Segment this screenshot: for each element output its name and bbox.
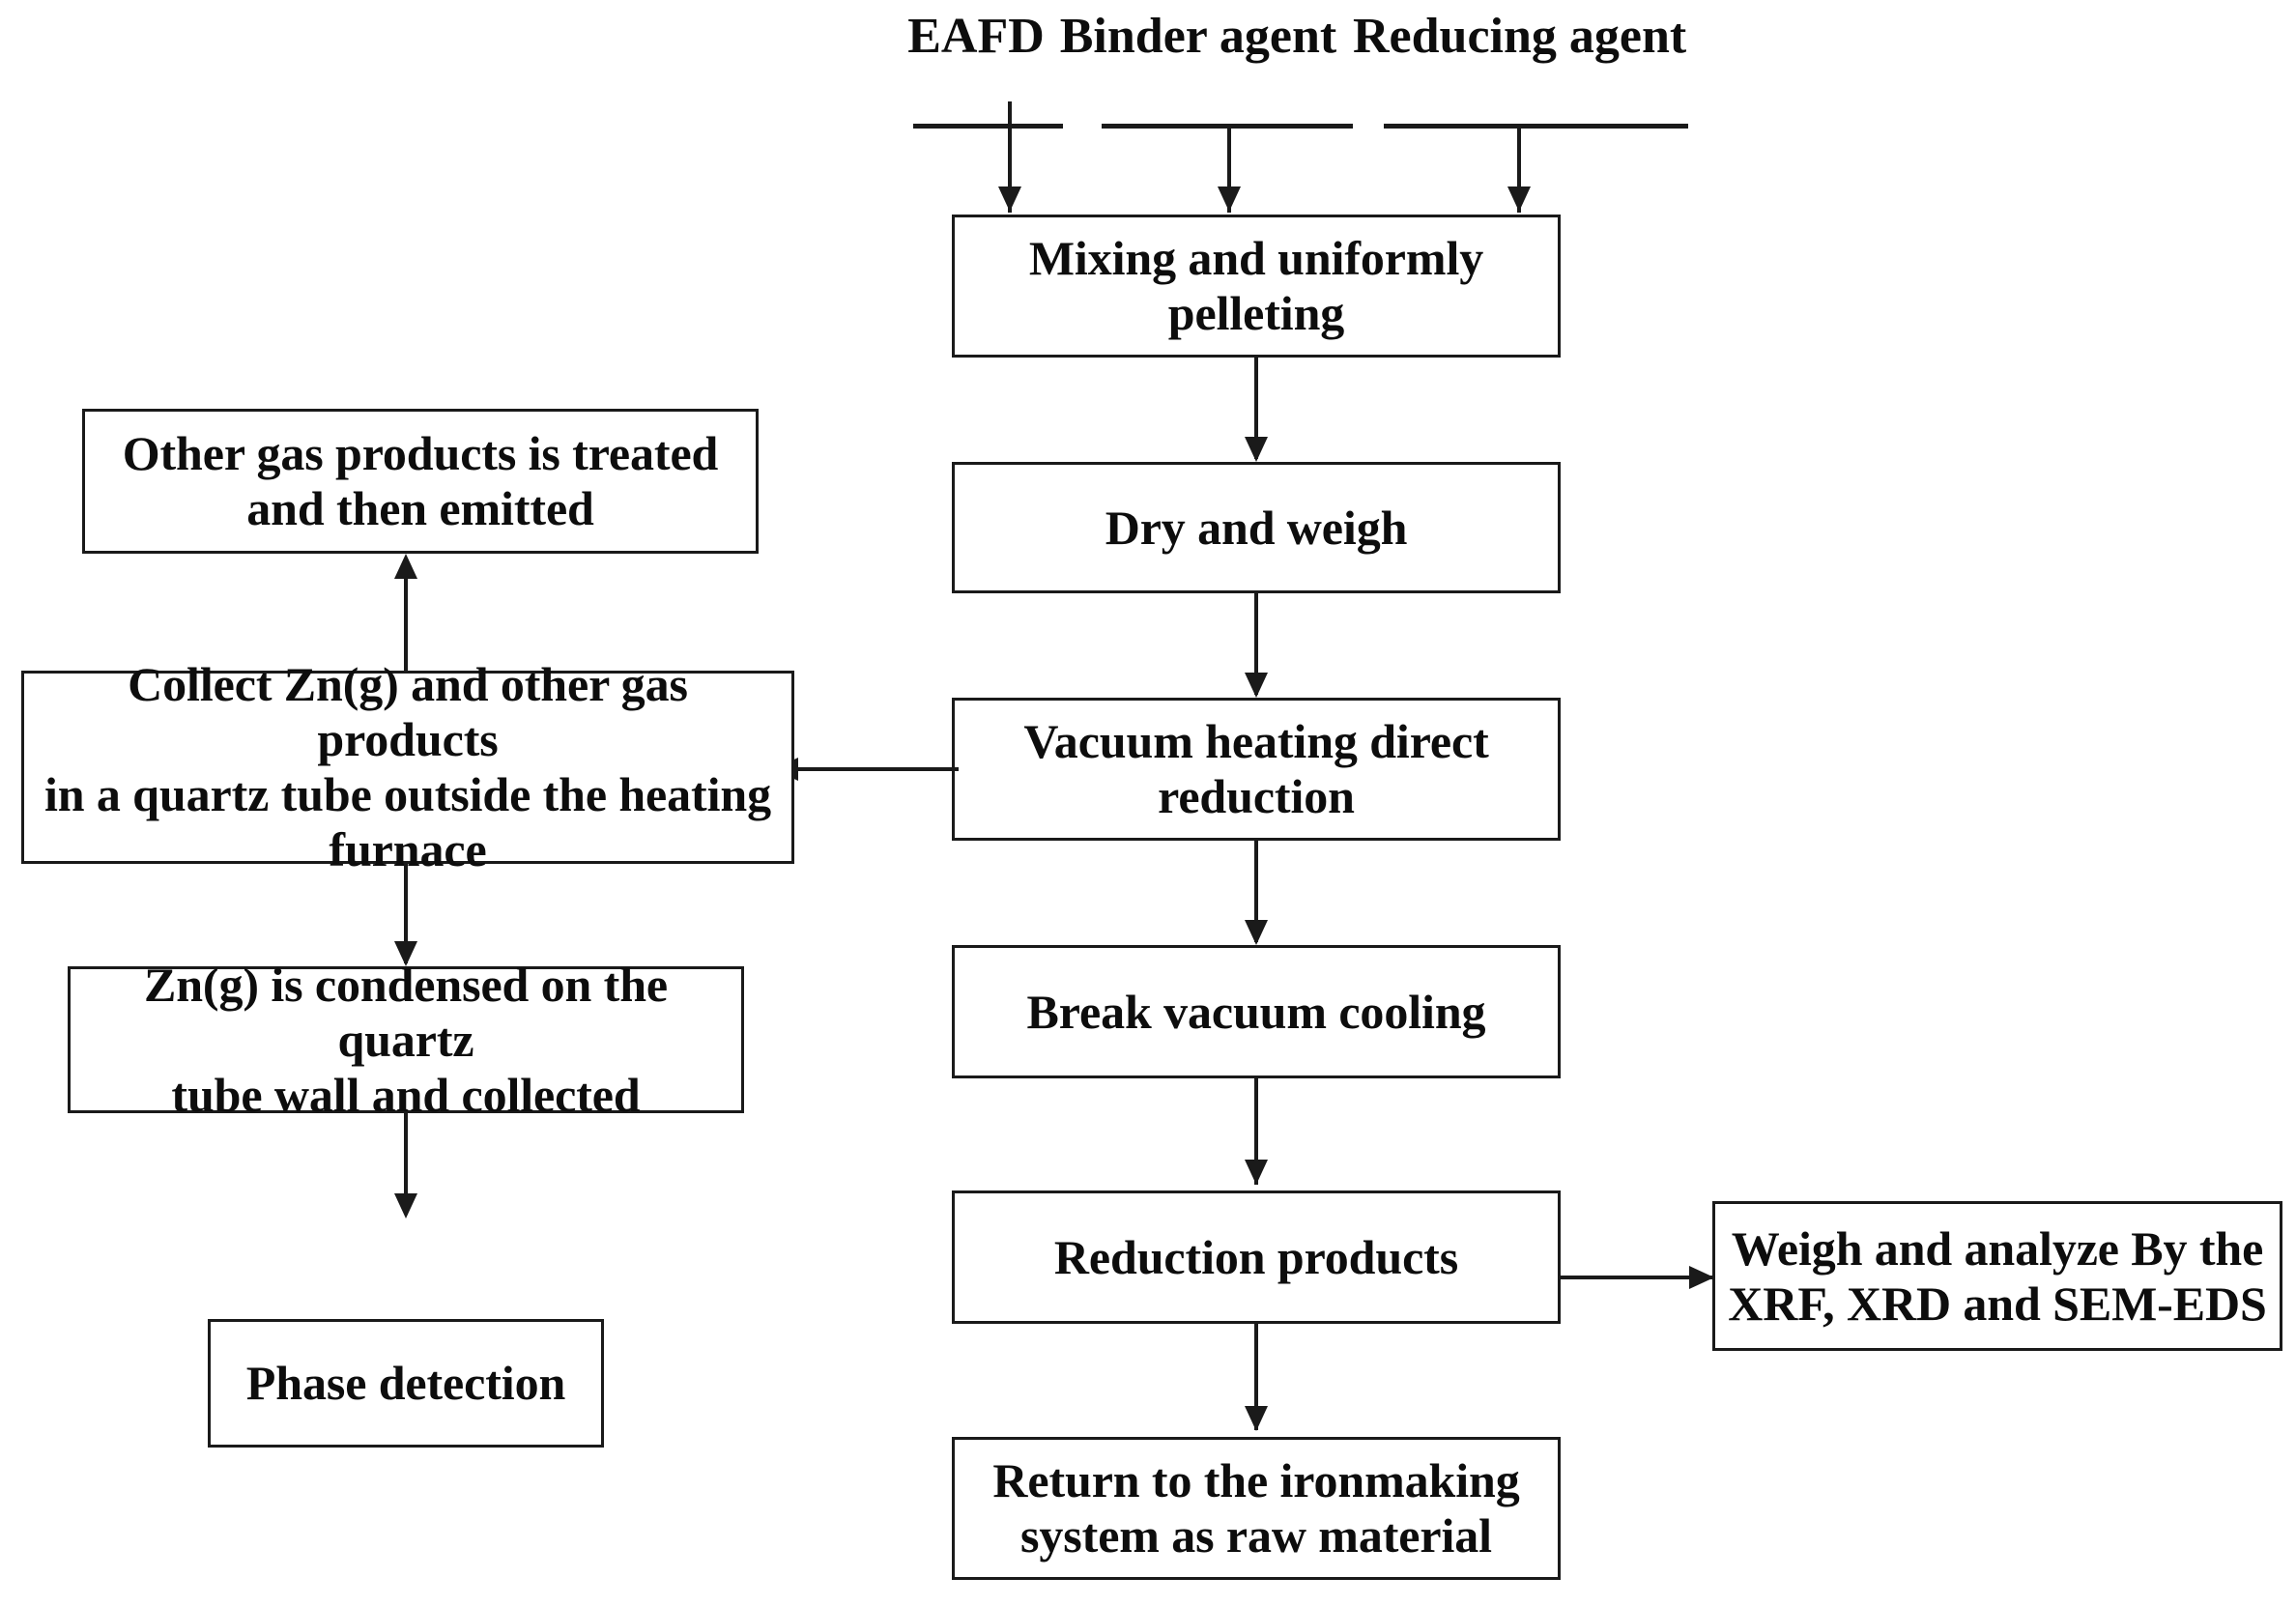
node-collect-zn-gas[interactable]: Collect Zn(g) and other gas products in … [21,657,794,876]
edge-collect-condensed-arrow [394,941,417,966]
input-rule-reducer [1384,124,1688,129]
edge-reducer-mixing-line [1517,124,1521,213]
node-condensed-label: Zn(g) is condensed on the quartz tube wa… [143,957,669,1122]
edge-binder-mixing-arrow [1218,186,1241,212]
node-vacuum-heating-direct-reduction[interactable]: Vacuum heating direct reduction [952,698,1561,841]
node-break-vacuum-cooling[interactable]: Break vacuum cooling [952,945,1561,1078]
node-mixing-label: Mixing and uniformly pelleting [1028,231,1484,340]
edge-products-return-arrow [1245,1406,1268,1431]
edge-eafd-mixing-line [1008,101,1012,213]
node-analyze-label: Weigh and analyze By the XRF, XRD and SE… [1728,1220,2267,1331]
edge-binder-mixing-line [1227,124,1231,213]
node-dry-and-weigh[interactable]: Dry and weigh [952,462,1561,593]
input-rule-eafd [913,124,1063,129]
node-phase-detection[interactable]: Phase detection [208,1319,604,1448]
input-label-binder: Binder agent [1059,9,1337,64]
input-label-eafd: EAFD [907,9,1045,64]
edge-condensed-phase-line [404,1113,408,1215]
edge-dry-vacuum-arrow [1245,673,1268,698]
edge-condensed-phase-arrow [394,1193,417,1219]
node-cooling-label: Break vacuum cooling [1026,984,1486,1039]
edge-mixing-dry-arrow [1245,437,1268,462]
edge-mixing-dry-line [1254,358,1258,459]
edge-collect-othergas-line [404,574,408,671]
node-return-label: Return to the ironmaking system as raw m… [992,1453,1520,1563]
edge-reducer-mixing-arrow [1507,186,1531,212]
edge-vacuum-cooling-arrow [1245,920,1268,945]
edge-cooling-products-arrow [1245,1160,1268,1185]
node-mixing-and-pelleting[interactable]: Mixing and uniformly pelleting [952,215,1561,358]
edge-vacuum-collect-line [785,767,959,771]
edge-vacuum-cooling-line [1254,841,1258,942]
node-weigh-and-analyze[interactable]: Weigh and analyze By the XRF, XRD and SE… [1712,1201,2282,1351]
node-dry-label: Dry and weigh [1105,500,1408,555]
input-label-reducer: Reducing agent [1353,9,1687,64]
edge-products-analyze-line [1561,1276,1715,1279]
node-reduction-products[interactable]: Reduction products [952,1190,1561,1324]
edge-eafd-mixing-arrow [998,186,1021,212]
node-vacuum-label: Vacuum heating direct reduction [1023,714,1489,823]
edge-collect-condensed-line [404,864,408,963]
node-zn-condensed[interactable]: Zn(g) is condensed on the quartz tube wa… [68,958,744,1122]
node-phase-label: Phase detection [245,1356,566,1410]
node-othergas-label: Other gas products is treated and then e… [122,426,719,535]
node-products-label: Reduction products [1053,1229,1459,1284]
node-other-gas-products[interactable]: Other gas products is treated and then e… [82,409,759,554]
edge-cooling-products-line [1254,1078,1258,1185]
node-collect-label: Collect Zn(g) and other gas products in … [43,657,771,876]
node-return-to-ironmaking[interactable]: Return to the ironmaking system as raw m… [952,1437,1561,1580]
edge-products-analyze-arrow [1689,1266,1714,1289]
edge-dry-vacuum-line [1254,593,1258,695]
edge-products-return-line [1254,1324,1258,1430]
